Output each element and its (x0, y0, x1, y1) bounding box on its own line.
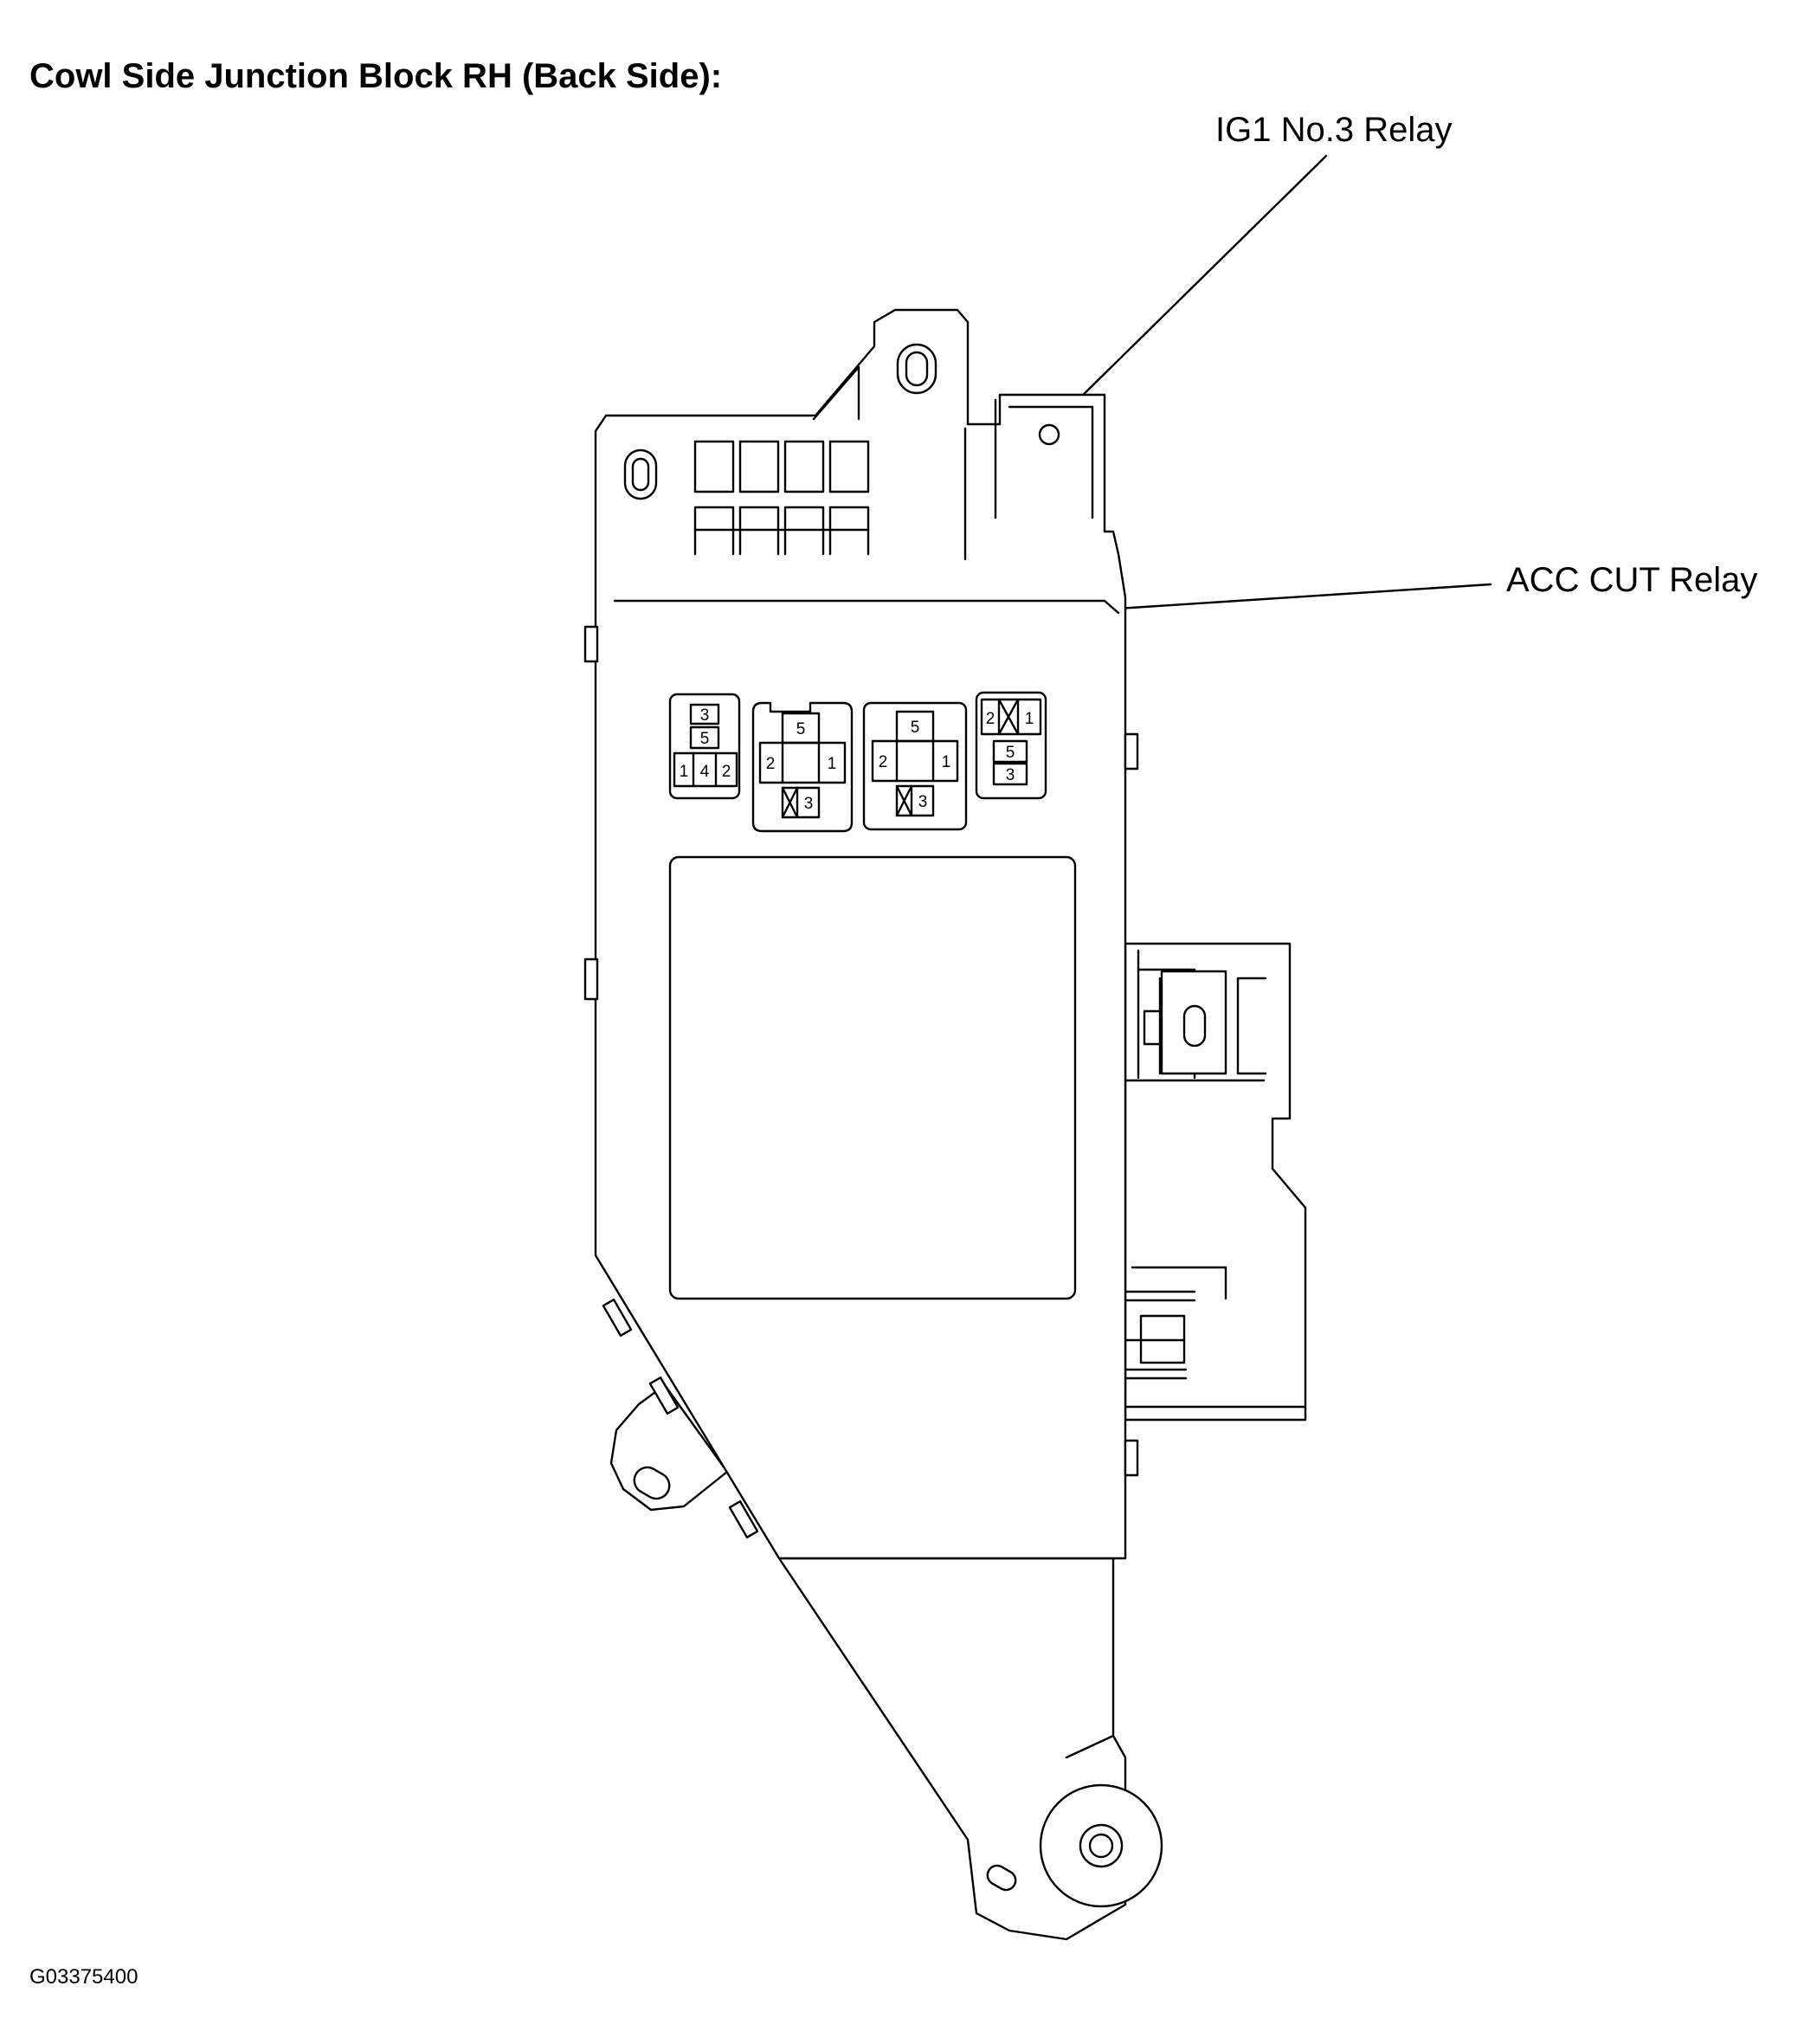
side-clips (583, 625, 1139, 1539)
socket-a-pin-3: 3 (700, 706, 710, 725)
diagram-title: Cowl Side Junction Block RH (Back Side): (29, 57, 723, 95)
callout-acc-cut-relay: ACC CUT Relay (1506, 561, 1758, 599)
socket-b-pin-1: 1 (828, 755, 837, 773)
side-connector (1124, 942, 1307, 1422)
left-mounting-ear (609, 1383, 729, 1512)
figure-id: G03375400 (29, 1965, 139, 1989)
mounting-tab-right (994, 398, 1094, 519)
ecu-module-cover (668, 855, 1077, 1300)
socket-d-pin-3: 3 (1006, 766, 1015, 784)
socket-b-pin-5: 5 (796, 720, 806, 738)
socket-b-pin-3: 3 (804, 795, 814, 813)
socket-d-pin-2: 2 (986, 710, 995, 728)
socket-c-pin-3: 3 (918, 793, 928, 811)
fuse-grid (693, 440, 870, 556)
relay-socket-a: 3 5 1 4 2 (668, 693, 741, 800)
mounting-hole-top (896, 343, 937, 395)
socket-c-pin-2: 2 (879, 753, 888, 771)
junction-block-body (594, 308, 1127, 1560)
socket-c-pin-1: 1 (942, 753, 951, 771)
socket-c-pin-5: 5 (911, 719, 920, 737)
lower-bracket (777, 1557, 1163, 1941)
socket-d-pin-5: 5 (1006, 744, 1015, 762)
socket-a-pin-5: 5 (700, 730, 710, 748)
socket-a-pin-1: 1 (680, 763, 689, 781)
socket-a-pin-2: 2 (722, 763, 731, 781)
socket-d-pin-1: 1 (1025, 710, 1034, 728)
relay-socket-c: 5 2 1 3 (862, 701, 968, 831)
relay-socket-b: 5 2 1 3 (751, 701, 854, 833)
leader-line-acc-cut-relay (1076, 583, 1492, 613)
relay-socket-d: 2 1 5 3 (975, 691, 1047, 800)
callout-ig1-no3-relay: IG1 No.3 Relay (1215, 111, 1453, 149)
mounting-hole-left (623, 448, 658, 500)
socket-b-pin-2: 2 (766, 755, 776, 773)
socket-a-pin-4: 4 (700, 763, 710, 781)
